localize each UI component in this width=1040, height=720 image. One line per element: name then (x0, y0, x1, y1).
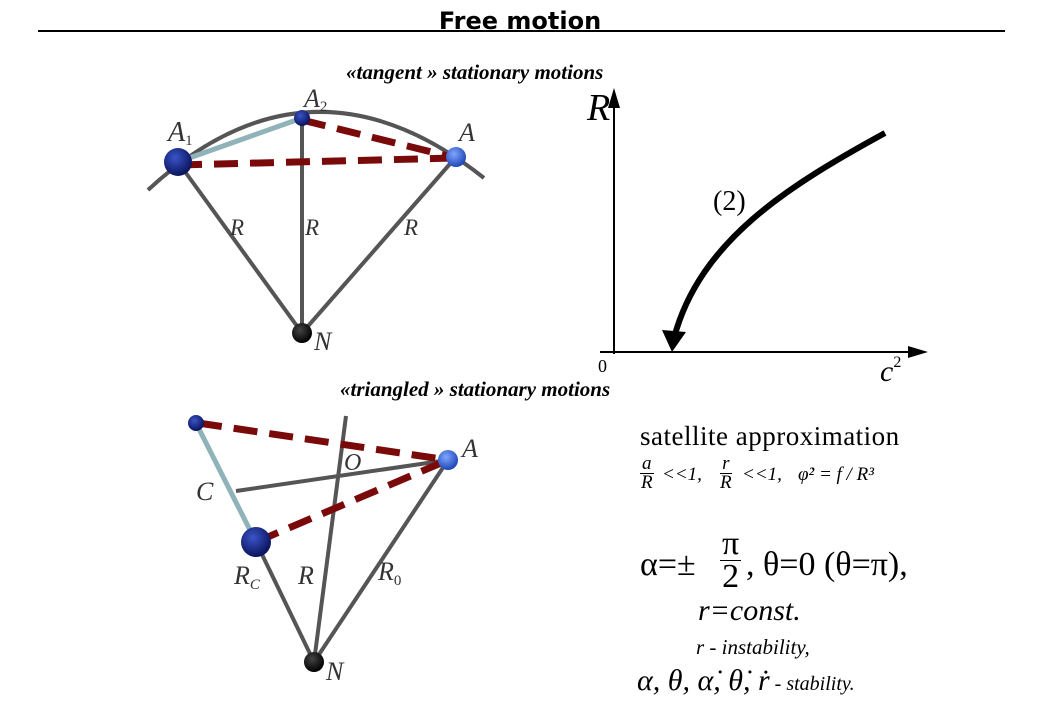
node-n (292, 323, 312, 343)
label-rc: RC (233, 561, 261, 593)
node-n-bottom (304, 652, 324, 672)
r-c2-graph: R 0 c2 (2) (586, 87, 928, 388)
phi-relation: φ̇² = f / R³ (798, 464, 874, 485)
alpha-theta-solution: α=± π 2 , θ=0 (θ=π), (640, 525, 908, 598)
label-n-bottom: N (325, 657, 345, 686)
label-r-left: R (229, 215, 244, 240)
node-rc (241, 527, 271, 557)
curve-label: (2) (713, 186, 746, 217)
x-axis-arrow (908, 346, 928, 358)
node-a1 (164, 148, 192, 176)
fraction-a-over-r: a R (640, 453, 654, 493)
triangled-diagram: A O C RC R R0 N (188, 415, 478, 686)
label-r-bottom: R (297, 561, 314, 590)
stability-line: α, θ, α̇, θ̇, ṙ - stability. (637, 664, 855, 698)
dashed-a1-a (177, 154, 457, 169)
approximation-conditions: a R <<1, r R <<1, φ̇² = f / R³ (640, 453, 900, 495)
triangled-heading: «triangled » stationary motions (340, 377, 611, 401)
curve-2-arrowhead (662, 330, 686, 352)
node-a (446, 147, 466, 167)
satellite-approximation-heading: satellite approximation (640, 421, 900, 451)
label-r0: R0 (377, 557, 401, 589)
label-r-middle: R (304, 215, 319, 240)
origin-label: 0 (598, 356, 607, 376)
label-c: C (196, 477, 214, 506)
node-a2 (294, 110, 310, 126)
y-axis-arrow (608, 88, 620, 108)
label-o: O (344, 450, 361, 476)
r-instability: r - instability, (696, 635, 810, 659)
title-rule (38, 30, 1005, 32)
alpha-rest: , θ=0 (θ=π), (746, 546, 908, 583)
label-n-top: N (313, 327, 333, 356)
relation-a: <<1, (662, 464, 702, 485)
x-axis-label: c2 (880, 354, 901, 388)
relation-r: <<1, (742, 464, 782, 485)
dashed-a2-a (301, 116, 457, 162)
label-r-right: R (403, 215, 418, 240)
line-n-a (312, 458, 450, 664)
label-a-bottom: A (460, 434, 478, 463)
stability-word: - stability. (769, 673, 855, 695)
line-n-c (254, 541, 316, 663)
label-a2: A2 (302, 84, 327, 115)
stability-vars: α, θ, α̇, θ̇, ṙ (637, 664, 770, 697)
line-c-a (235, 458, 449, 493)
y-axis-label: R (586, 87, 610, 129)
label-a: A (457, 118, 475, 147)
tangent-heading: «tangent » stationary motions (346, 60, 604, 84)
radius-line-left (176, 160, 304, 335)
radius-line-right (300, 155, 458, 335)
link-a1-a2 (177, 115, 303, 165)
line-n-o (312, 415, 348, 663)
fraction-r-over-r: r R (720, 453, 732, 493)
node-a-bottom (438, 450, 458, 470)
r-const: r=const. (698, 594, 801, 627)
alpha-lhs: α=± (640, 546, 696, 583)
link-top-c (193, 421, 259, 544)
node-top (188, 415, 204, 431)
fraction-pi-over-2: π 2 (720, 525, 742, 595)
dashed-top-a (197, 419, 449, 464)
tangent-diagram: A1 A2 A R R R N (146, 84, 486, 356)
label-a1: A1 (166, 117, 193, 149)
curve-2 (671, 130, 887, 339)
